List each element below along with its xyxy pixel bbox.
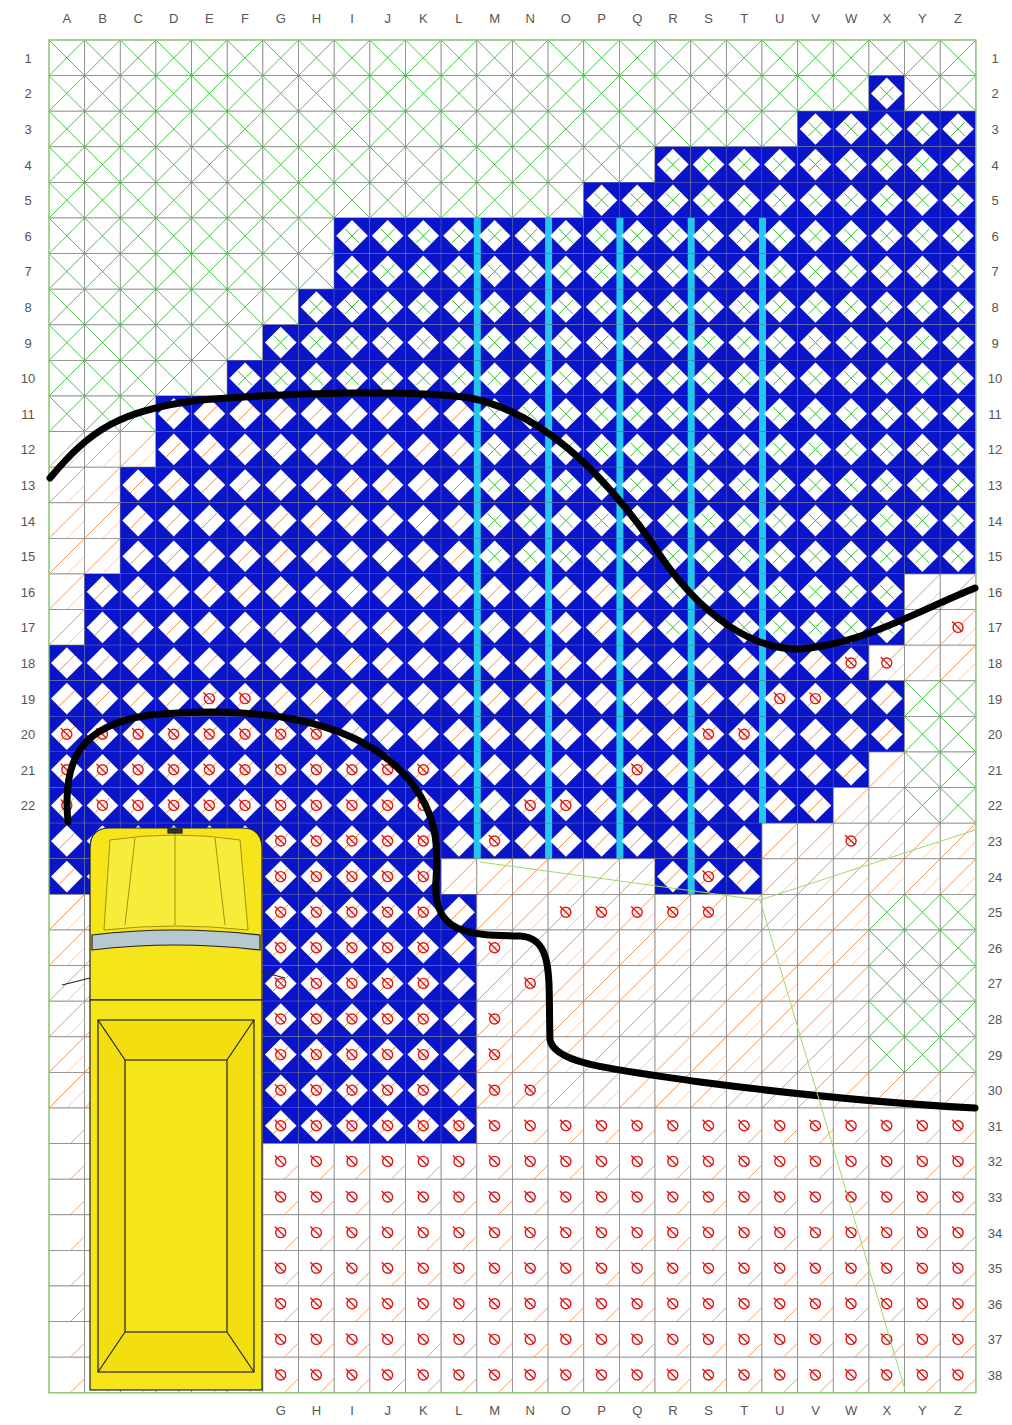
site-map [0, 0, 1012, 1425]
